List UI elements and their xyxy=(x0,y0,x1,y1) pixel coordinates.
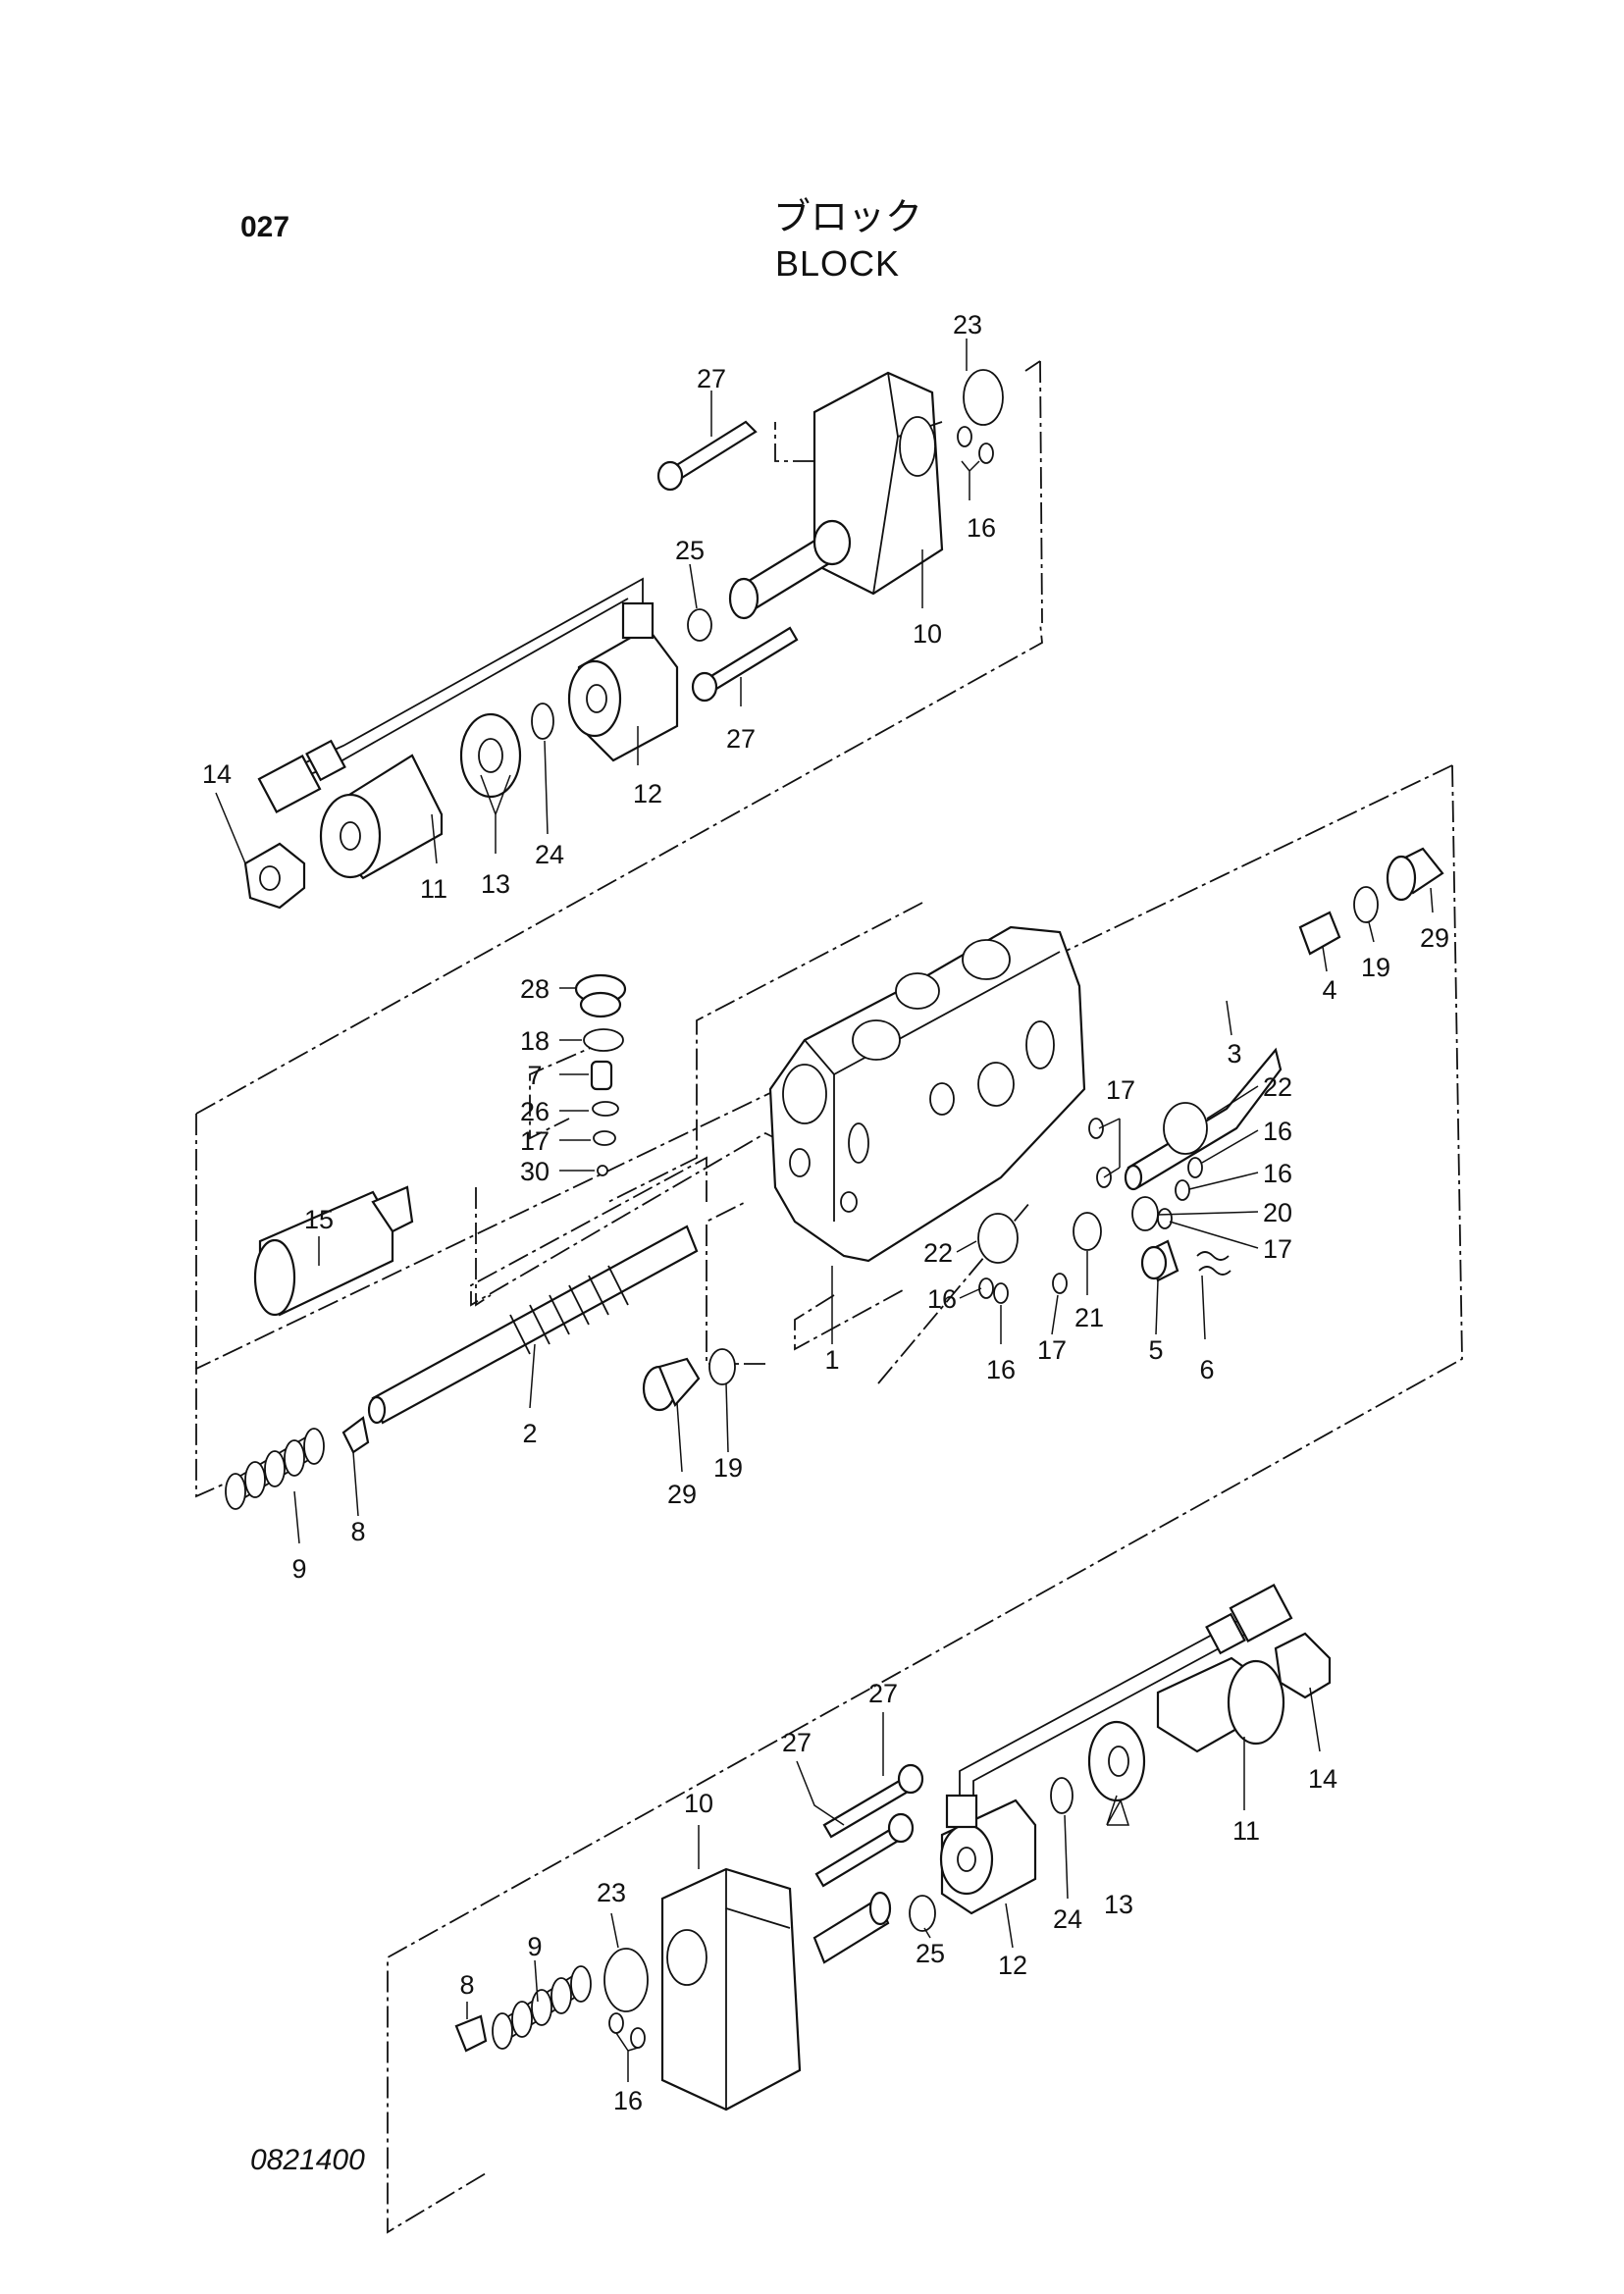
callout-13: 13 xyxy=(481,869,510,899)
callout-29: 29 xyxy=(667,1480,697,1509)
diagram-title: BLOCK xyxy=(775,243,901,284)
callout-8: 8 xyxy=(350,1517,365,1546)
callout-25: 25 xyxy=(675,536,705,565)
callout-15: 15 xyxy=(304,1205,334,1234)
callout-22: 22 xyxy=(923,1238,953,1268)
callout-11: 11 xyxy=(1232,1816,1260,1846)
callout-16: 16 xyxy=(613,2086,643,2115)
callout-29: 29 xyxy=(1420,923,1449,953)
main-valve-block-group xyxy=(225,847,1444,1510)
callout-12: 12 xyxy=(633,779,662,808)
callout-26: 26 xyxy=(520,1097,550,1126)
callout-7: 7 xyxy=(527,1061,542,1090)
callout-13: 13 xyxy=(1104,1890,1133,1919)
callout-27: 27 xyxy=(868,1679,898,1708)
callout-8: 8 xyxy=(459,1970,474,2000)
callout-27: 27 xyxy=(726,724,756,754)
callout-23: 23 xyxy=(953,310,982,339)
callout-17: 17 xyxy=(1263,1234,1292,1264)
callout-24: 24 xyxy=(1053,1904,1082,1934)
callout-12: 12 xyxy=(998,1951,1027,1980)
diagram-title-japanese: ブロック xyxy=(773,197,923,238)
callout-14: 14 xyxy=(202,759,232,789)
callout-27: 27 xyxy=(697,364,726,393)
upper-solenoid-group xyxy=(243,369,1004,910)
lower-solenoid-group xyxy=(454,1583,1332,2112)
callout-16: 16 xyxy=(967,513,996,543)
callout-6: 6 xyxy=(1199,1355,1214,1384)
callout-19: 19 xyxy=(713,1453,743,1483)
callout-numbers: 23 27 16 25 10 27 12 24 13 11 14 29 19 4… xyxy=(202,310,1449,2115)
callout-20: 20 xyxy=(1263,1198,1292,1227)
callout-18: 18 xyxy=(520,1026,550,1056)
callout-24: 24 xyxy=(535,840,564,869)
callout-27: 27 xyxy=(782,1728,812,1757)
callout-19: 19 xyxy=(1361,953,1390,982)
callout-25: 25 xyxy=(916,1939,945,1968)
callout-28: 28 xyxy=(520,974,550,1004)
callout-3: 3 xyxy=(1227,1039,1241,1069)
callout-17: 17 xyxy=(1037,1335,1067,1365)
callout-10: 10 xyxy=(684,1789,713,1818)
callout-9: 9 xyxy=(291,1554,306,1584)
callout-2: 2 xyxy=(522,1419,537,1448)
callout-14: 14 xyxy=(1308,1764,1337,1794)
callout-4: 4 xyxy=(1322,975,1336,1005)
callout-leaders xyxy=(215,339,1434,2082)
callout-17: 17 xyxy=(1106,1075,1135,1105)
callout-16: 16 xyxy=(927,1284,957,1314)
callout-9: 9 xyxy=(527,1932,542,1961)
callout-1: 1 xyxy=(824,1345,839,1375)
callout-23: 23 xyxy=(597,1878,626,1907)
callout-16: 16 xyxy=(1263,1159,1292,1188)
page-number: 027 xyxy=(240,211,290,243)
callout-11: 11 xyxy=(420,874,447,904)
callout-22: 22 xyxy=(1263,1072,1292,1102)
callout-16: 16 xyxy=(986,1355,1016,1384)
callout-10: 10 xyxy=(913,619,942,649)
callout-21: 21 xyxy=(1074,1303,1104,1332)
callout-30: 30 xyxy=(520,1157,550,1186)
callout-5: 5 xyxy=(1148,1335,1163,1365)
callout-16: 16 xyxy=(1263,1117,1292,1146)
callout-17: 17 xyxy=(520,1126,550,1156)
assembly-boundary-lines xyxy=(195,360,1463,2234)
diagram-code: 0821400 xyxy=(250,2144,365,2176)
